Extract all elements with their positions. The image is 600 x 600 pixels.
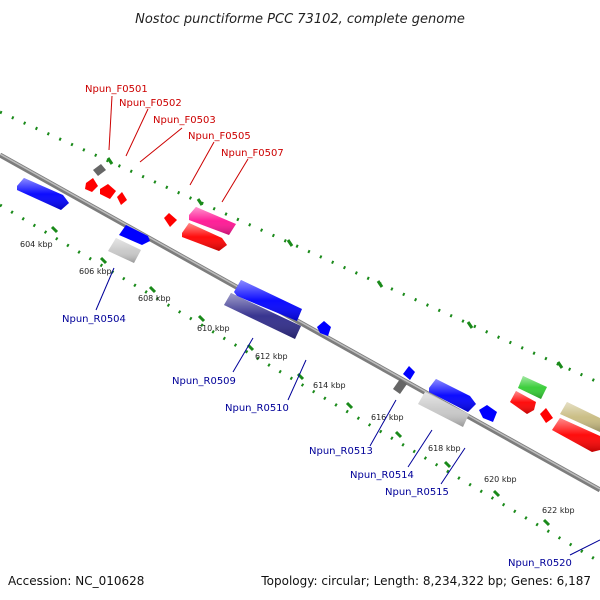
kbp-label: 604 kbp xyxy=(20,240,53,249)
forward-callouts xyxy=(108,95,249,203)
gene-label-r0504[interactable]: Npun_R0504 xyxy=(62,314,126,325)
genome-backbone xyxy=(0,152,600,493)
outer-major-ticks xyxy=(106,157,564,369)
map-title: Nostoc punctiforme PCC 73102, complete g… xyxy=(135,12,465,27)
gene-r-blue-4[interactable] xyxy=(479,405,497,422)
kbp-scale: 604 kbp 606 kbp 608 kbp 610 kbp 612 kbp … xyxy=(20,240,575,515)
accession-text: Accession: NC_010628 xyxy=(8,574,144,588)
gene-f0505-small[interactable] xyxy=(164,213,177,227)
reverse-callouts xyxy=(95,267,600,556)
gene-f0501[interactable] xyxy=(85,178,98,192)
kbp-label: 622 kbp xyxy=(542,506,575,515)
forward-gene-labels: Npun_F0501 Npun_F0502 Npun_F0503 Npun_F0… xyxy=(85,84,284,159)
kbp-label: 608 kbp xyxy=(138,294,171,303)
gene-r-blue-3[interactable] xyxy=(317,321,331,336)
gene-label-r0513[interactable]: Npun_R0513 xyxy=(309,446,373,457)
gene-label-f0501[interactable]: Npun_F0501 xyxy=(85,84,148,95)
reverse-genes xyxy=(17,178,497,427)
gene-f0502[interactable] xyxy=(100,184,116,199)
gene-label-f0505[interactable]: Npun_F0505 xyxy=(188,131,251,142)
gene-f-red-b[interactable] xyxy=(540,408,553,423)
forward-genes xyxy=(85,164,600,452)
kbp-label: 616 kbp xyxy=(371,413,404,422)
gene-r0513-blue[interactable] xyxy=(403,366,415,380)
kbp-label: 612 kbp xyxy=(255,352,288,361)
genome-summary-text: Topology: circular; Length: 8,234,322 bp… xyxy=(260,574,591,588)
gene-label-r0515[interactable]: Npun_R0515 xyxy=(385,487,449,498)
kbp-label: 620 kbp xyxy=(484,475,517,484)
gene-f0503[interactable] xyxy=(117,192,127,205)
gene-label-f0503[interactable]: Npun_F0503 xyxy=(153,115,216,126)
kbp-label: 618 kbp xyxy=(428,444,461,453)
gene-label-r0509[interactable]: Npun_R0509 xyxy=(172,376,236,387)
kbp-label: 606 kbp xyxy=(79,267,112,276)
kbp-label: 614 kbp xyxy=(313,381,346,390)
inner-major-ticks xyxy=(50,225,551,527)
gene-f-gray-1[interactable] xyxy=(93,164,106,176)
gene-r-blue-2[interactable] xyxy=(119,225,150,245)
gene-r0513[interactable] xyxy=(393,379,407,394)
inner-tick-track xyxy=(0,203,600,564)
outer-tick-track xyxy=(0,110,600,385)
kbp-label: 610 kbp xyxy=(197,324,230,333)
gene-label-f0502[interactable]: Npun_F0502 xyxy=(119,98,182,109)
gene-label-r0520[interactable]: Npun_R0520 xyxy=(508,558,572,569)
reverse-gene-labels: Npun_R0504 Npun_R0509 Npun_R0510 Npun_R0… xyxy=(62,314,572,569)
gene-label-f0507[interactable]: Npun_F0507 xyxy=(221,148,284,159)
gene-label-r0510[interactable]: Npun_R0510 xyxy=(225,403,289,414)
gene-label-r0514[interactable]: Npun_R0514 xyxy=(350,470,414,481)
